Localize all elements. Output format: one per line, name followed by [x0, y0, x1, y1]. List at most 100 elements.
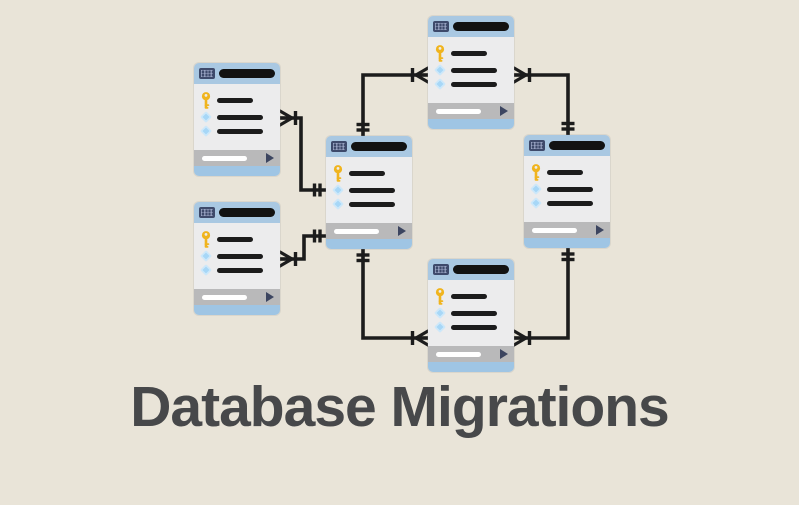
field-line [217, 114, 263, 120]
field-row [434, 64, 506, 76]
primary-key-row [201, 231, 272, 248]
table-card-footer [194, 150, 280, 166]
table-card-body [194, 84, 280, 150]
field-row [200, 125, 272, 137]
table-card-right [524, 135, 610, 248]
field-line [547, 186, 593, 192]
field-row [530, 183, 602, 195]
field-diamond-icon [332, 198, 344, 210]
table-card-footer [428, 103, 514, 119]
card-bottom-strip [194, 166, 280, 176]
primary-key-icon [201, 92, 211, 109]
field-row [200, 264, 272, 276]
primary-key-row [531, 164, 602, 181]
relationship-bottom-to-right [512, 248, 575, 347]
field-line [451, 310, 497, 316]
table-grid-icon [331, 141, 347, 152]
field-diamond-icon [530, 197, 542, 209]
page-title: Database Migrations [130, 375, 669, 439]
field-line [451, 81, 497, 87]
table-card-header [524, 135, 610, 156]
field-line [217, 128, 263, 134]
relationship-top-to-center [356, 66, 430, 136]
table-card-footer [326, 223, 412, 239]
scrollbar-pill [202, 294, 247, 300]
play-icon [596, 225, 604, 235]
table-card-bottom-left [194, 202, 280, 315]
table-card-header [194, 202, 280, 223]
field-line [451, 324, 497, 330]
card-bottom-strip [194, 305, 280, 315]
relationship-bottomleft-to-center [278, 229, 326, 268]
primary-key-row [435, 288, 506, 305]
field-diamond-icon [200, 264, 212, 276]
field-line [217, 98, 253, 103]
table-card-center [326, 136, 412, 249]
relationship-topleft-to-center [278, 109, 326, 197]
field-diamond-icon [434, 321, 446, 333]
field-diamond-icon [200, 125, 212, 137]
field-row [530, 197, 602, 209]
card-bottom-strip [428, 119, 514, 129]
card-bottom-strip [326, 239, 412, 249]
field-diamond-icon [200, 111, 212, 123]
field-line [349, 201, 395, 207]
scrollbar-pill [436, 108, 481, 114]
field-line [451, 294, 487, 299]
primary-key-row [201, 92, 272, 109]
table-title-bar [549, 141, 605, 150]
table-card-body [194, 223, 280, 289]
scrollbar-pill [532, 227, 577, 233]
play-icon [266, 292, 274, 302]
field-line [349, 187, 395, 193]
table-card-bottom [428, 259, 514, 372]
table-card-top [428, 16, 514, 129]
card-bottom-strip [428, 362, 514, 372]
table-card-top-left [194, 63, 280, 176]
field-diamond-icon [530, 183, 542, 195]
table-card-body [326, 157, 412, 223]
field-line [547, 170, 583, 175]
field-line [217, 253, 263, 259]
field-diamond-icon [332, 184, 344, 196]
field-row [200, 250, 272, 262]
relationship-top-to-right [512, 66, 575, 135]
table-title-bar [453, 265, 509, 274]
table-title-bar [219, 208, 275, 217]
table-card-header [428, 259, 514, 280]
table-grid-icon [199, 207, 215, 218]
scrollbar-pill [202, 155, 247, 161]
table-title-bar [351, 142, 407, 151]
table-card-header [428, 16, 514, 37]
field-row [332, 184, 404, 196]
primary-key-icon [435, 45, 445, 62]
field-diamond-icon [434, 307, 446, 319]
field-diamond-icon [200, 250, 212, 262]
table-title-bar [219, 69, 275, 78]
table-grid-icon [433, 21, 449, 32]
play-icon [500, 349, 508, 359]
primary-key-icon [201, 231, 211, 248]
field-row [200, 111, 272, 123]
table-card-body [428, 280, 514, 346]
play-icon [266, 153, 274, 163]
primary-key-icon [435, 288, 445, 305]
table-card-header [326, 136, 412, 157]
primary-key-row [333, 165, 404, 182]
table-grid-icon [529, 140, 545, 151]
field-line [547, 200, 593, 206]
field-line [349, 171, 385, 176]
field-row [434, 321, 506, 333]
field-line [451, 51, 487, 56]
field-line [451, 67, 497, 73]
field-diamond-icon [434, 78, 446, 90]
table-card-header [194, 63, 280, 84]
play-icon [398, 226, 406, 236]
scrollbar-pill [334, 228, 379, 234]
field-line [217, 237, 253, 242]
table-grid-icon [433, 264, 449, 275]
table-card-body [428, 37, 514, 103]
